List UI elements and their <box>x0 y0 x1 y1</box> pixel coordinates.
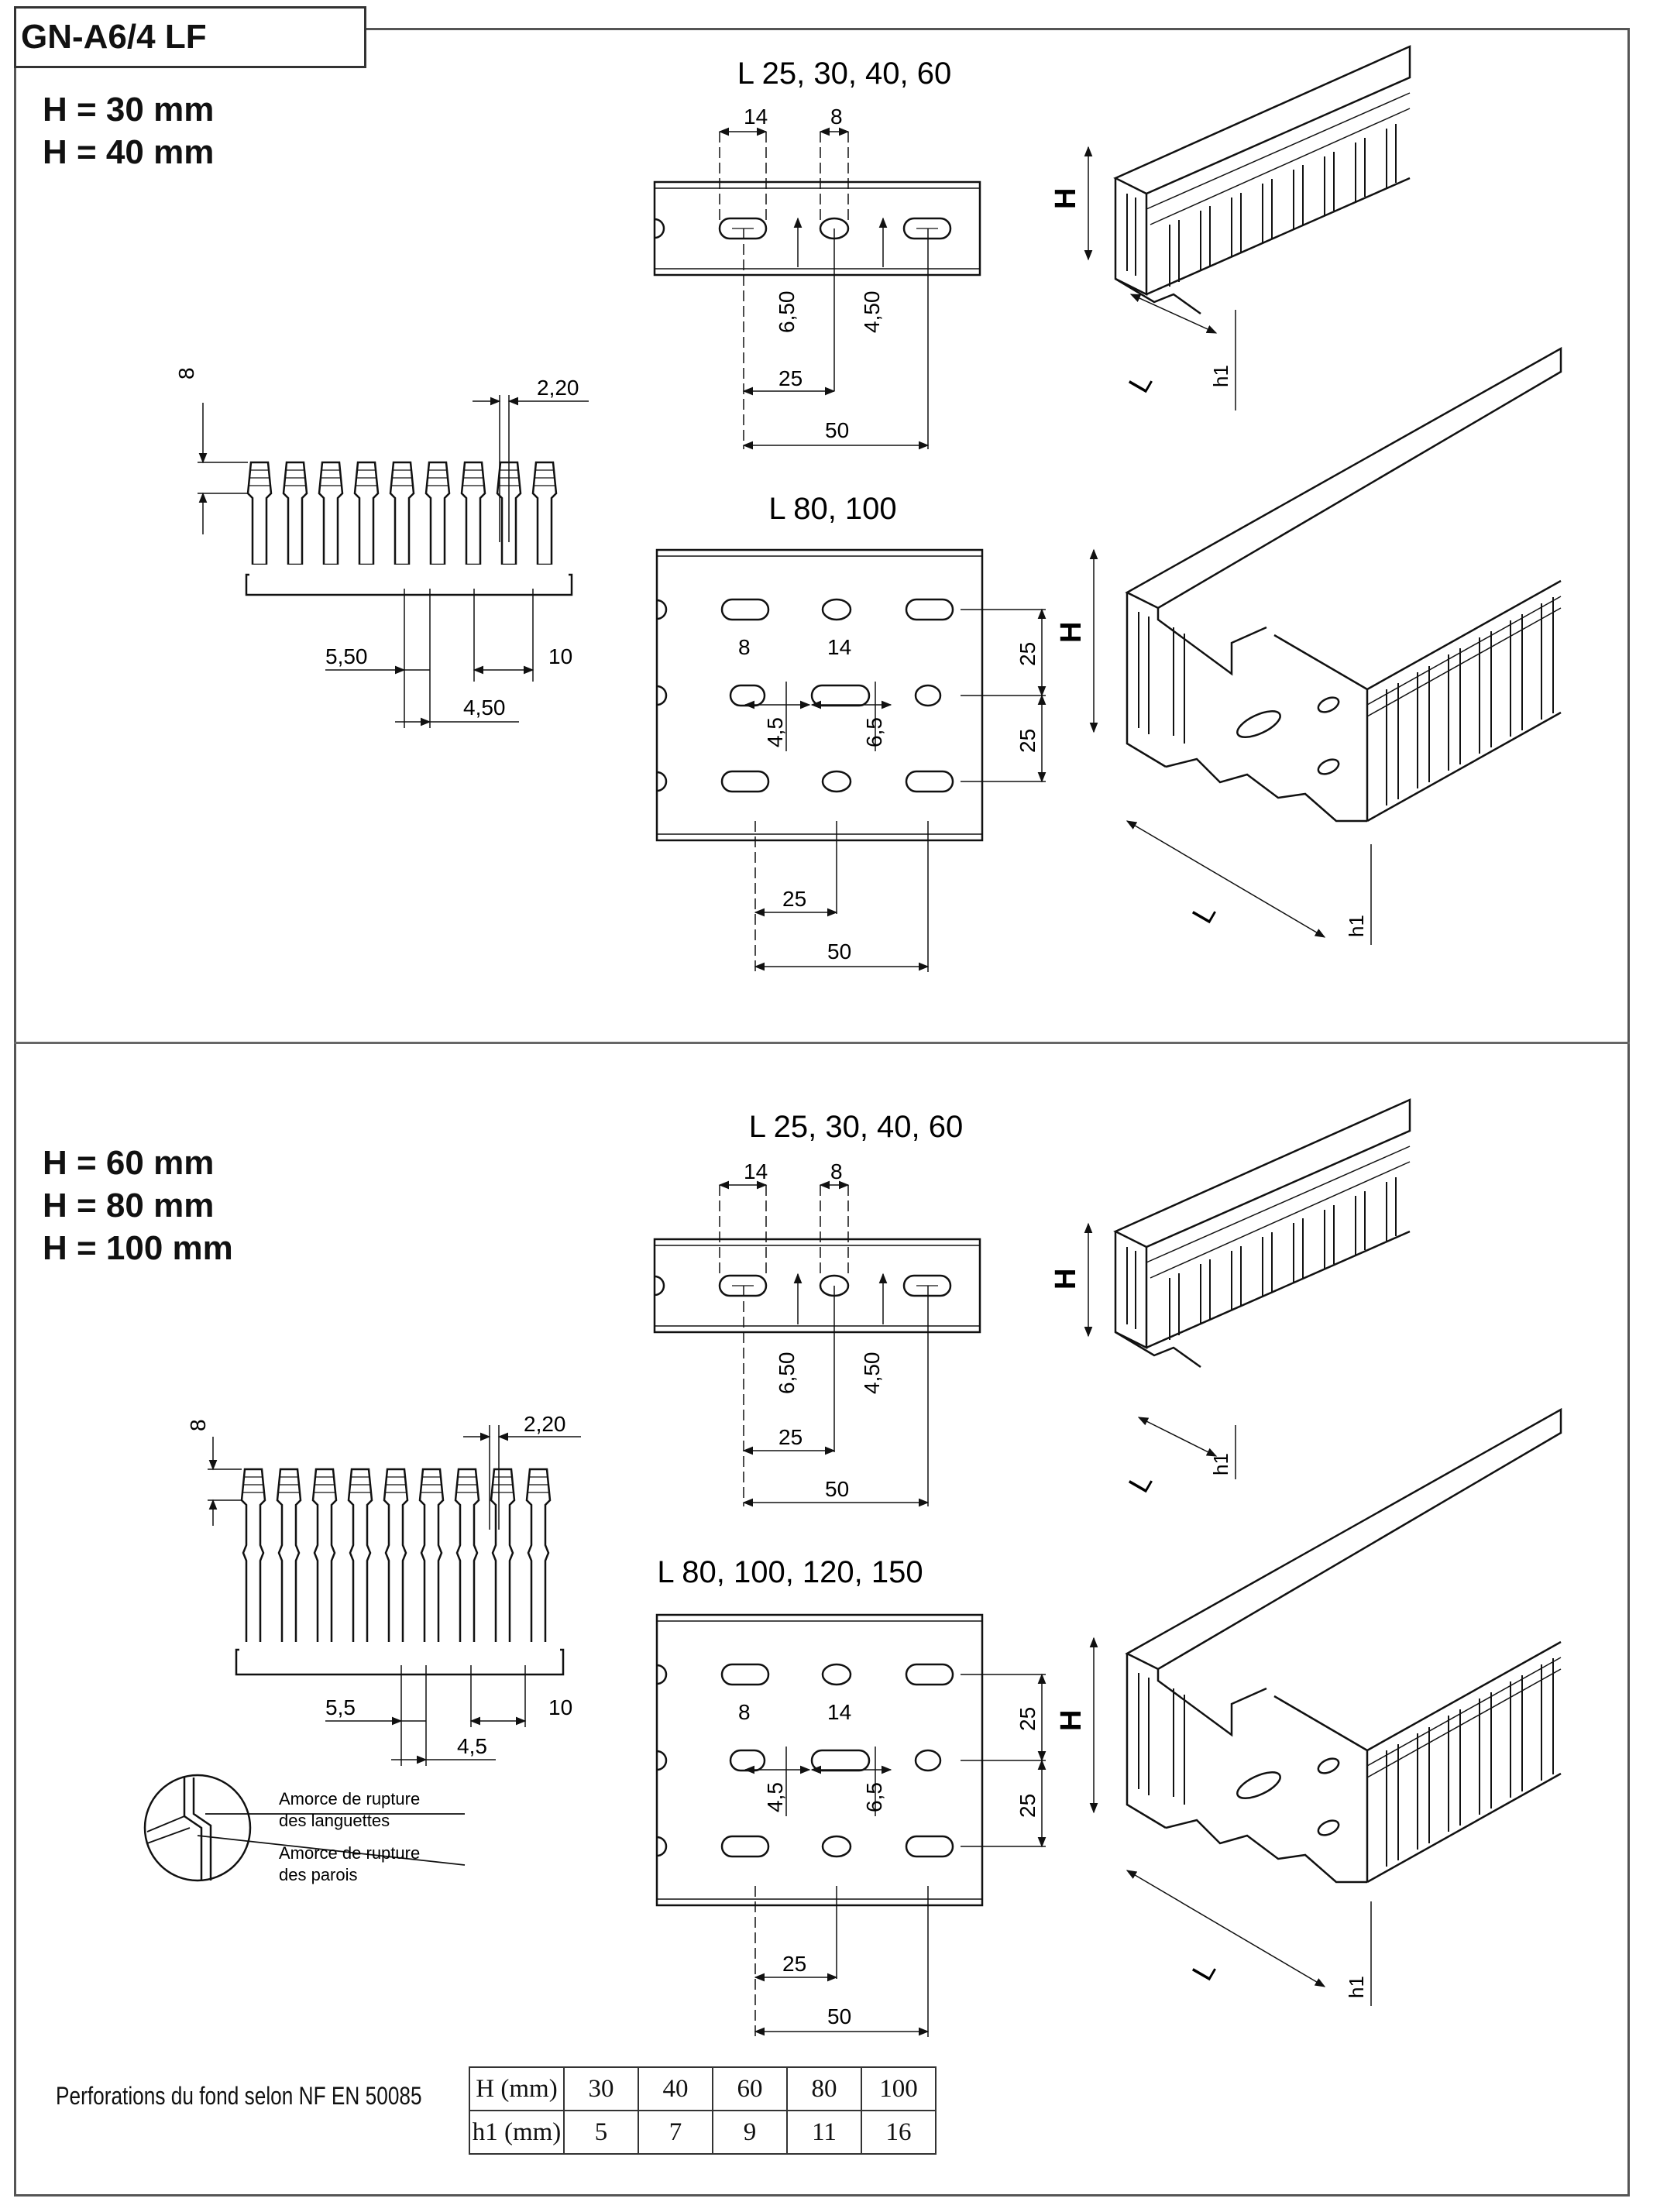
table-cell: H (mm) <box>469 2066 565 2111</box>
width-label-large-a: L 80, 100 <box>768 492 896 526</box>
dim-65-la: 6,5 <box>862 717 886 747</box>
dim-10-b: 10 <box>548 1695 572 1719</box>
dim-pitch-v1-la: 25 <box>1016 642 1040 666</box>
dim-h1-lb: h1 <box>1345 1976 1368 1998</box>
dim-pitch-v2-lb: 25 <box>1016 1794 1040 1818</box>
dim-span-lb: 50 <box>827 2004 851 2028</box>
table-cell: 30 <box>563 2066 639 2111</box>
height-label-30: H = 30 mm <box>43 91 215 129</box>
break-tabs-line2: des languettes <box>279 1811 390 1830</box>
dim-650-b: 6,50 <box>775 1352 799 1395</box>
comb-profile-a <box>245 461 573 596</box>
height-label-40: H = 40 mm <box>43 133 215 171</box>
dim-span-la: 50 <box>827 939 851 963</box>
dim-H-la: H <box>1055 622 1088 643</box>
dim-pitch-b: 25 <box>778 1425 803 1449</box>
table-cell: 40 <box>638 2066 713 2111</box>
dim-45-comb-b: 4,5 <box>457 1734 487 1758</box>
dim-pitch-lb: 25 <box>782 1952 806 1976</box>
dim-pitch-a: 25 <box>778 366 803 390</box>
table-cell: 7 <box>638 2110 713 2155</box>
bottom-plate-large-b <box>655 1613 984 1907</box>
height-label-80: H = 80 mm <box>43 1187 215 1224</box>
perforation-norm-note: Perforations du fond selon NF EN 50085 <box>56 2082 422 2110</box>
dim-span-a: 50 <box>825 418 849 442</box>
dim-slot-length-a: 14 <box>744 105 768 129</box>
table-cell: h1 (mm) <box>469 2110 565 2155</box>
dim-L-la: L <box>1186 898 1222 929</box>
dim-h1-la: h1 <box>1345 915 1368 937</box>
dim-55-b: 5,5 <box>325 1695 356 1719</box>
dim-650-a: 6,50 <box>775 291 799 334</box>
dim-45-la: 4,5 <box>763 717 787 747</box>
dim-pitch-v1-lb: 25 <box>1016 1707 1040 1731</box>
dim-450-comb-a: 4,50 <box>463 696 506 720</box>
dim-slot-length-b: 14 <box>744 1159 768 1183</box>
break-walls-line1: Amorce de rupture <box>279 1843 420 1863</box>
table-row: H (mm) 30 40 60 80 100 <box>469 2066 937 2111</box>
table-cell: 11 <box>786 2110 862 2155</box>
width-label-small-b: L 25, 30, 40, 60 <box>749 1110 964 1144</box>
width-label-small-a: L 25, 30, 40, 60 <box>737 57 952 91</box>
dim-hole-dia-b: 8 <box>830 1159 843 1183</box>
dim-pitch-la: 25 <box>782 887 806 911</box>
comb-profile-b <box>235 1468 565 1676</box>
dim-450-b: 4,50 <box>860 1352 884 1395</box>
table-cell: 16 <box>861 2110 937 2155</box>
dim-h1-b: h1 <box>1209 1453 1232 1475</box>
duct-isometric-small-b <box>1114 1098 1411 1369</box>
h1-table: H (mm) 30 40 60 80 100 h1 (mm) 5 7 9 11 … <box>469 2066 937 2155</box>
dim-H-b: H <box>1050 1269 1082 1290</box>
duct-isometric-large-a <box>1126 347 1562 823</box>
dim-H-lb: H <box>1055 1710 1088 1731</box>
break-detail <box>143 1774 466 1882</box>
dim-L-a: L <box>1122 368 1159 398</box>
table-cell: 60 <box>712 2066 788 2111</box>
dim-span-b: 50 <box>825 1477 849 1501</box>
dim-slot-length-la: 14 <box>827 635 851 659</box>
dim-hole-dia-la: 8 <box>738 635 751 659</box>
dim-pitch-v2-la: 25 <box>1016 729 1040 753</box>
duct-isometric-large-b <box>1126 1408 1562 1884</box>
dim-450-a: 4,50 <box>860 291 884 334</box>
break-tabs-line1: Amorce de rupture <box>279 1789 420 1808</box>
dim-tooth-height-b: 8 <box>186 1419 210 1431</box>
duct-isometric-small-a <box>1114 45 1411 315</box>
dim-L-lb: L <box>1186 1956 1222 1986</box>
dim-L-b: L <box>1122 1468 1159 1498</box>
section-divider <box>14 1042 1630 1044</box>
dim-gap-a: 2,20 <box>537 376 579 400</box>
drawing-frame <box>14 28 1630 2197</box>
table-cell: 80 <box>786 2066 862 2111</box>
bottom-plate-small-a <box>653 180 981 276</box>
dim-65-lb: 6,5 <box>862 1782 886 1812</box>
dim-45-lb: 4,5 <box>763 1782 787 1812</box>
dim-slot-length-lb: 14 <box>827 1700 851 1724</box>
dim-tooth-height-a: 8 <box>174 367 198 380</box>
table-cell: 100 <box>861 2066 937 2111</box>
height-label-100: H = 100 mm <box>43 1229 233 1267</box>
dim-h1-a: h1 <box>1209 365 1232 387</box>
dim-10-a: 10 <box>548 644 572 668</box>
break-walls-line2: des parois <box>279 1865 358 1884</box>
table-cell: 9 <box>712 2110 788 2155</box>
height-label-60: H = 60 mm <box>43 1144 215 1182</box>
dim-gap-b: 2,20 <box>524 1412 566 1436</box>
bottom-plate-small-b <box>653 1238 981 1334</box>
table-row: h1 (mm) 5 7 9 11 16 <box>469 2110 937 2155</box>
dim-550-a: 5,50 <box>325 644 368 668</box>
bottom-plate-large-a <box>655 548 984 842</box>
dim-hole-dia-a: 8 <box>830 105 843 129</box>
dim-hole-dia-lb: 8 <box>738 1700 751 1724</box>
table-cell: 5 <box>563 2110 639 2155</box>
dim-H-a: H <box>1050 188 1082 209</box>
product-title: GN-A6/4 LF <box>14 6 366 68</box>
width-label-large-b: L 80, 100, 120, 150 <box>657 1555 923 1589</box>
